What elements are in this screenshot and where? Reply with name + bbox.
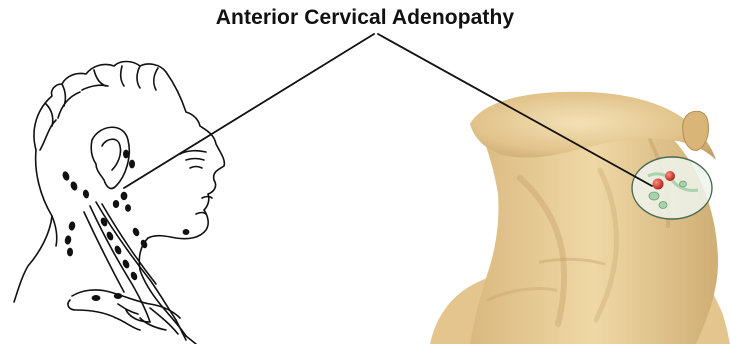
line-drawing-head <box>14 62 224 344</box>
lymph-node-dot <box>92 295 101 301</box>
lymph-node-dot <box>114 293 122 299</box>
lymph-node-inset <box>632 157 712 219</box>
lymph-node-dot <box>61 170 70 181</box>
lymph-node-dot <box>68 221 76 231</box>
lymph-node-dot <box>99 217 108 228</box>
lymph-node-dot <box>82 189 89 199</box>
lymph-node-enlarged <box>653 179 664 190</box>
back-of-neck <box>14 150 52 302</box>
lymph-node-dot <box>123 150 129 159</box>
lymph-node-dot <box>67 248 73 257</box>
lymph-node-small <box>680 181 687 187</box>
face-profile <box>148 72 224 239</box>
ear <box>683 111 709 150</box>
lymph-node-dot <box>113 200 119 208</box>
lymph-node-dot <box>121 192 128 200</box>
lymph-node-dot <box>183 229 190 235</box>
ear <box>91 127 129 188</box>
lymph-node-small <box>649 192 659 200</box>
lymph-node-dot <box>125 204 131 212</box>
inset-oval <box>632 157 712 219</box>
lymph-node-dot <box>131 227 140 238</box>
lymph-node-small <box>659 202 667 209</box>
lymph-node-dot <box>69 181 78 192</box>
lymph-node-dot <box>129 160 135 169</box>
hair-outline <box>34 62 166 151</box>
lymph-node-dot <box>129 271 138 282</box>
lymph-node-dot <box>64 235 72 245</box>
collarbone <box>72 290 180 318</box>
callout-line-left <box>124 34 374 188</box>
lymph-node-enlarged <box>665 171 675 181</box>
